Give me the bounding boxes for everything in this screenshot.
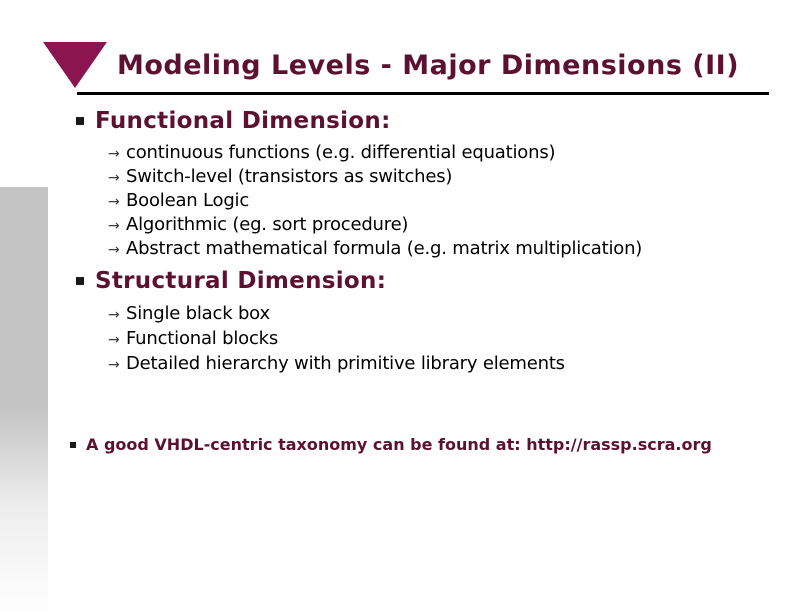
list-item: → Switch-level (transistors as switches) [108, 165, 766, 189]
list-item: → Algorithmic (eg. sort procedure) [108, 213, 766, 237]
list-item: → Functional blocks [108, 326, 766, 351]
triangle-logo-icon [43, 42, 107, 88]
arrow-bullet-icon: → [108, 242, 120, 258]
section-heading: Functional Dimension: [95, 108, 391, 134]
arrow-bullet-icon: → [108, 332, 120, 348]
arrow-bullet-icon: → [108, 194, 120, 210]
square-bullet-icon [70, 441, 76, 448]
section-heading-row: Structural Dimension: [76, 266, 766, 296]
bullet-list: → Single black box → Functional blocks →… [76, 301, 766, 376]
list-item: → Single black box [108, 301, 766, 326]
section-structural-dimension: Structural Dimension: → Single black box… [76, 266, 766, 376]
title-underline-rule [77, 92, 769, 95]
list-item-text: Detailed hierarchy with primitive librar… [126, 353, 565, 374]
list-item-text: Single black box [126, 303, 270, 324]
list-item: → Detailed hierarchy with primitive libr… [108, 351, 766, 376]
section-functional-dimension: Functional Dimension: → continuous funct… [76, 106, 766, 261]
slide-title: Modeling Levels - Major Dimensions (II) [117, 50, 740, 81]
arrow-bullet-icon: → [108, 170, 120, 186]
arrow-bullet-icon: → [108, 146, 120, 162]
section-heading-row: Functional Dimension: [76, 106, 766, 136]
footnote-text: A good VHDL-centric taxonomy can be foun… [86, 435, 712, 454]
list-item-text: continuous functions (e.g. differential … [126, 142, 556, 163]
arrow-bullet-icon: → [108, 357, 120, 373]
bullet-list: → continuous functions (e.g. differentia… [76, 141, 766, 261]
left-gradient-bar [0, 187, 48, 612]
footnote-row: A good VHDL-centric taxonomy can be foun… [70, 435, 712, 454]
list-item-text: Boolean Logic [126, 190, 250, 211]
arrow-bullet-icon: → [108, 307, 120, 323]
list-item: → Boolean Logic [108, 189, 766, 213]
list-item-text: Algorithmic (eg. sort procedure) [126, 214, 409, 235]
list-item-text: Functional blocks [126, 328, 279, 349]
arrow-bullet-icon: → [108, 218, 120, 234]
list-item: → Abstract mathematical formula (e.g. ma… [108, 237, 766, 261]
section-heading: Structural Dimension: [95, 268, 387, 294]
list-item-text: Abstract mathematical formula (e.g. matr… [126, 238, 643, 259]
list-item-text: Switch-level (transistors as switches) [126, 166, 453, 187]
square-bullet-icon [76, 277, 84, 285]
square-bullet-icon [76, 117, 84, 125]
list-item: → continuous functions (e.g. differentia… [108, 141, 766, 165]
